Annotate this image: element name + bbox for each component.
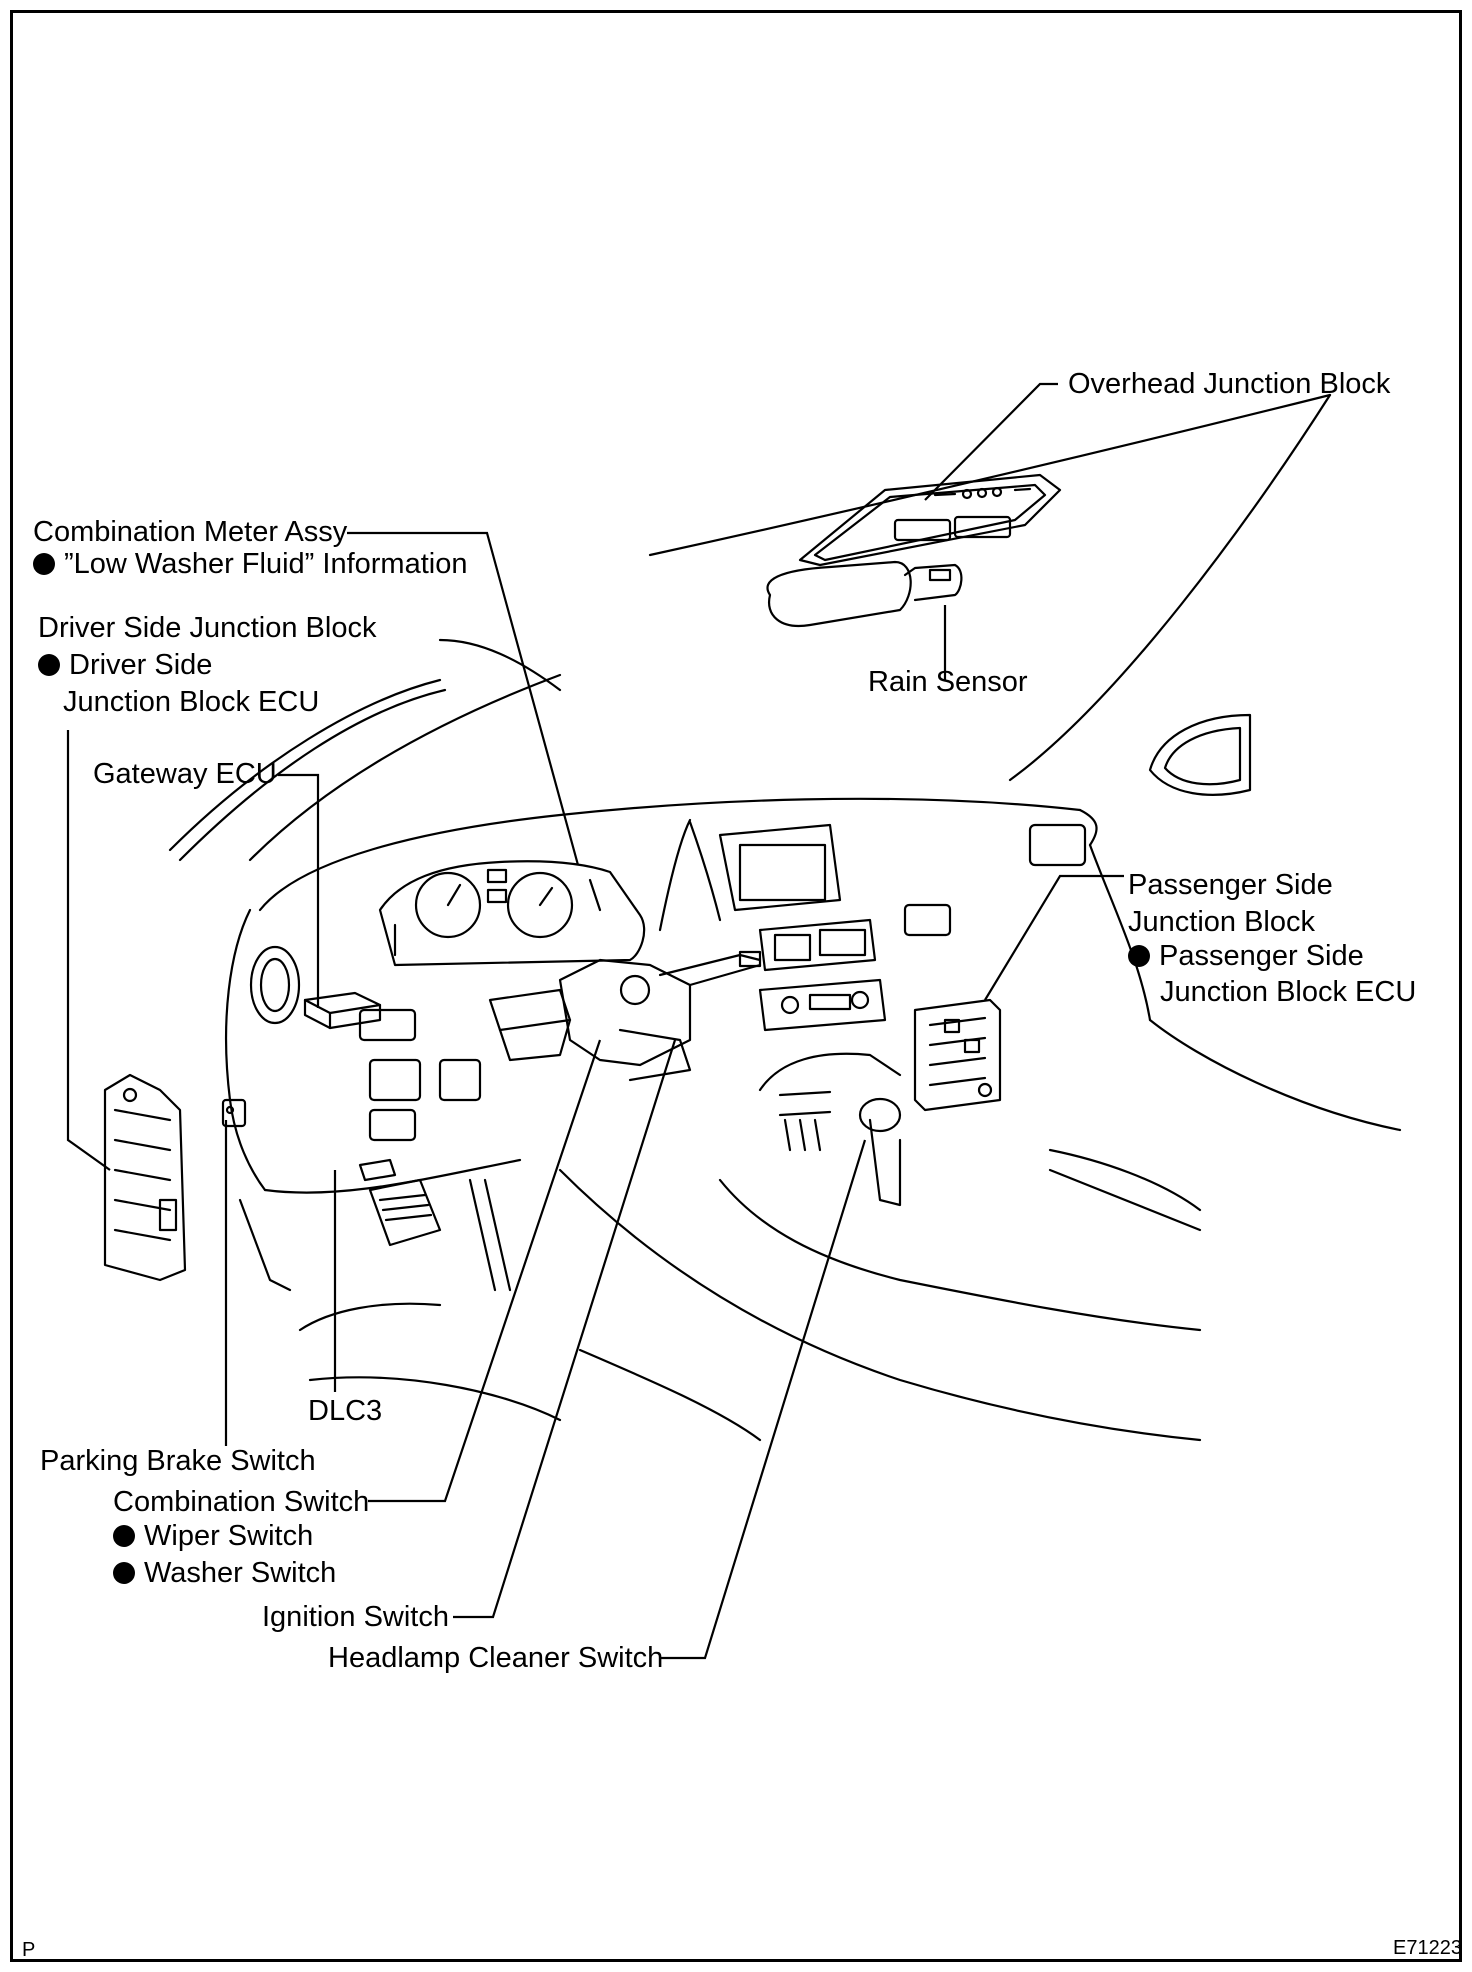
label-gateway-ecu: Gateway ECU xyxy=(93,758,277,790)
label-passenger-side-jb-ecu-line1: Passenger Side xyxy=(1128,939,1364,973)
rear-view-mirror-drawing xyxy=(766,560,963,628)
label-rain-sensor: Rain Sensor xyxy=(868,666,1028,698)
label-low-washer-fluid-info: ”Low Washer Fluid” Information xyxy=(33,547,467,581)
label-dlc3: DLC3 xyxy=(308,1395,383,1427)
leader-ignition-switch xyxy=(453,1039,677,1619)
label-headlamp-cleaner-switch: Headlamp Cleaner Switch xyxy=(328,1642,664,1674)
driver-junction-block-drawing xyxy=(103,1073,187,1282)
footer-page-mark: P xyxy=(22,1939,36,1961)
combination-switch-drawing xyxy=(488,950,762,1082)
parking-brake-switch-drawing xyxy=(221,1098,247,1128)
left-vent xyxy=(249,945,301,1025)
label-passenger-side-jb-line1: Passenger Side xyxy=(1128,869,1333,901)
leader-headlamp-cleaner xyxy=(661,1139,867,1660)
label-overhead-junction-block: Overhead Junction Block xyxy=(1068,368,1391,400)
diagram-frame xyxy=(10,10,1462,1962)
label-ignition-switch: Ignition Switch xyxy=(262,1601,449,1633)
center-stack-drawing xyxy=(718,823,902,1207)
label-combination-switch: Combination Switch xyxy=(113,1486,370,1518)
label-passenger-side-jb-line2: Junction Block xyxy=(1128,906,1315,938)
leader-combination-switch xyxy=(368,1039,602,1503)
leader-passenger-jb xyxy=(984,874,1124,1001)
combination-meter-drawing xyxy=(378,860,646,967)
windshield-top-edge xyxy=(648,393,1332,557)
label-wiper-switch: Wiper Switch xyxy=(113,1519,313,1553)
leader-gateway-ecu xyxy=(278,773,320,1008)
left-switch-panel xyxy=(358,1008,482,1142)
overhead-junction-block-drawing xyxy=(798,473,1062,567)
leader-combination-meter xyxy=(347,531,580,866)
brake-pedal xyxy=(368,1178,442,1247)
dlc3-drawing xyxy=(358,1158,397,1182)
passenger-junction-block-drawing xyxy=(913,998,1002,1112)
leader-overhead-jb xyxy=(924,382,1058,501)
footer-figure-id: E71223 xyxy=(1393,1937,1462,1959)
label-driver-side-junction-block: Driver Side Junction Block xyxy=(38,612,377,644)
label-parking-brake-switch: Parking Brake Switch xyxy=(40,1445,316,1477)
label-passenger-side-jb-ecu-line2: Junction Block ECU xyxy=(1160,976,1417,1008)
leader-driver-jb xyxy=(66,730,111,1171)
a-pillar-right xyxy=(1008,393,1332,782)
door-mirror-drawing xyxy=(1148,713,1252,796)
dashboard-top-edge xyxy=(258,797,1082,912)
gateway-ecu-drawing xyxy=(303,991,382,1030)
leader-lines xyxy=(66,382,1124,1660)
label-combination-meter-assy: Combination Meter Assy xyxy=(33,516,348,548)
label-driver-side-jb-ecu-line1: Driver Side xyxy=(38,648,212,682)
label-washer-switch: Washer Switch xyxy=(113,1556,336,1590)
label-driver-side-jb-ecu-line2: Junction Block ECU xyxy=(63,686,320,718)
a-pillar-left xyxy=(168,678,442,852)
